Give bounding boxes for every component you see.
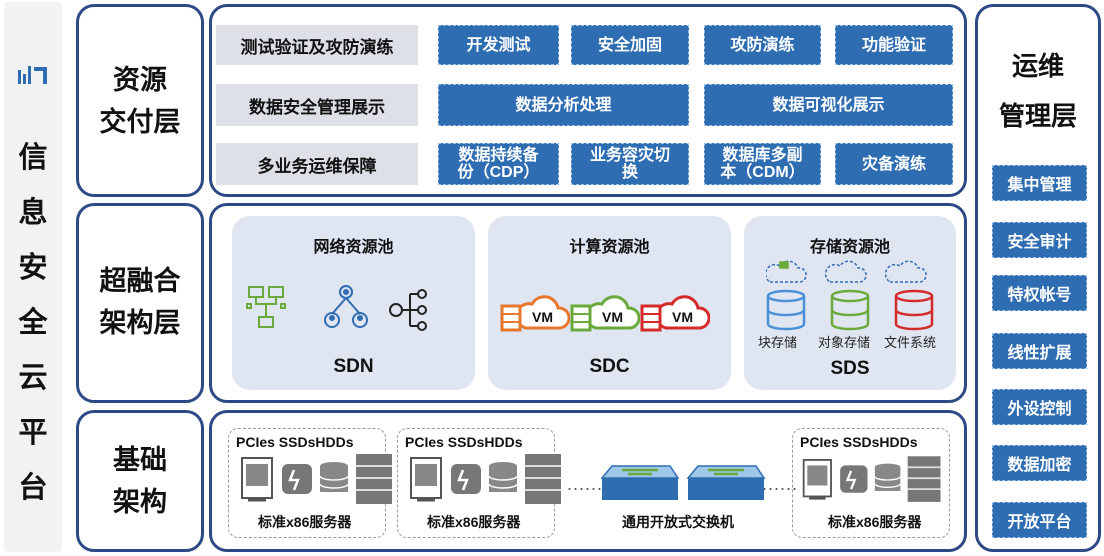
service-attack-defense: 攻防演练 xyxy=(704,25,821,65)
pool-subtitle: SDN xyxy=(333,356,374,377)
ops-peripheral-control: 外设控制 xyxy=(992,389,1087,425)
platform-title-char: 信 xyxy=(18,142,48,174)
network-branch-icon xyxy=(389,289,427,331)
service-cdp-line: 数据持续备 xyxy=(458,147,539,164)
pool-title: 计算资源池 xyxy=(569,239,650,256)
layer-label-line: 架构 xyxy=(113,487,167,517)
service-data-analysis: 数据分析处理 xyxy=(438,84,689,126)
layer-label-line: 架构层 xyxy=(99,308,181,338)
ops-centralized-management: 集中管理 xyxy=(992,165,1087,201)
service-cdm-line: 本（CDM） xyxy=(720,164,805,181)
storage-label: 文件系统 xyxy=(884,335,937,350)
platform-title-char: 安 xyxy=(18,252,48,284)
server-components-label: PCIes SSDsHDDs xyxy=(236,434,354,450)
layer-label-line: 基础 xyxy=(113,445,167,475)
vm-label: VM xyxy=(672,309,693,325)
layer-label-line: 管理层 xyxy=(998,101,1077,131)
platform-title-char: 息 xyxy=(18,197,48,229)
storage-resource-pool: 存储资源池 块存储 对象存储 文件系统 SDS xyxy=(744,216,956,390)
delivery-row-label: 多业务运维保障 xyxy=(216,143,418,185)
service-cdm-line: 数据库多副 xyxy=(722,147,803,164)
server-label: 标准x86服务器 xyxy=(258,514,352,530)
storage-cloud-icons xyxy=(766,260,927,283)
service-dev-test: 开发测试 xyxy=(438,25,559,65)
pool-title: 网络资源池 xyxy=(313,239,394,256)
vm-orange-icon: VM xyxy=(500,295,570,332)
server-components-label: PCIes SSDsHDDs xyxy=(405,434,523,450)
pool-subtitle: SDS xyxy=(830,358,870,379)
service-security-hardening: 安全加固 xyxy=(571,25,689,65)
vm-green-icon: VM xyxy=(570,295,640,332)
vm-label: VM xyxy=(532,309,553,325)
object-storage-icon xyxy=(830,289,870,331)
platform-title-char: 云 xyxy=(18,362,48,394)
layer-label-line: 资源 xyxy=(113,65,167,95)
service-dr-drill: 灾备演练 xyxy=(835,143,953,185)
brand-logo-icon xyxy=(18,66,47,84)
ops-security-audit: 安全审计 xyxy=(992,222,1087,258)
service-disaster-switch: 业务容灾切 换 xyxy=(571,143,689,185)
infra-layer-label-box: 基础 架构 xyxy=(76,410,204,552)
hci-layer-label-box: 超融合 架构层 xyxy=(76,203,204,403)
ops-open-platform: 开放平台 xyxy=(992,502,1087,538)
ops-linear-scaling: 线性扩展 xyxy=(992,333,1087,369)
vm-label: VM xyxy=(602,309,623,325)
pool-subtitle: SDC xyxy=(589,356,630,377)
server-label: 标准x86服务器 xyxy=(427,514,521,530)
service-cdp: 数据持续备 份（CDP） xyxy=(438,143,559,185)
vm-red-icon: VM xyxy=(640,295,710,332)
pool-title: 存储资源池 xyxy=(809,239,890,256)
x86-server-group xyxy=(792,428,950,538)
sdn-controller-icon xyxy=(324,285,368,328)
platform-title-char: 台 xyxy=(18,472,48,504)
server-hardware-icon xyxy=(802,456,941,502)
service-function-verify: 功能验证 xyxy=(835,25,953,65)
network-topology-icon xyxy=(246,286,286,328)
server-hardware-icon xyxy=(241,454,392,504)
storage-label: 对象存储 xyxy=(818,335,871,350)
service-disaster-switch-line: 换 xyxy=(621,164,638,181)
layer-label-line: 交付层 xyxy=(99,107,181,137)
service-disaster-switch-line: 业务容灾切 xyxy=(589,147,670,164)
server-hardware-icon xyxy=(410,454,561,504)
file-system-storage-icon xyxy=(894,289,934,331)
server-label: 标准x86服务器 xyxy=(828,514,922,530)
service-cdm: 数据库多副 本（CDM） xyxy=(704,143,821,185)
layer-label-line: 超融合 xyxy=(99,266,181,296)
delivery-layer-label-box: 资源 交付层 xyxy=(76,4,204,197)
server-components-label: PCIes SSDsHDDs xyxy=(800,434,918,450)
service-data-visualization: 数据可视化展示 xyxy=(704,84,953,126)
block-storage-icon xyxy=(766,289,806,331)
storage-label: 块存储 xyxy=(758,335,798,350)
ops-privileged-account: 特权帐号 xyxy=(992,275,1087,311)
ellipsis: ...... xyxy=(567,474,604,494)
layer-label-line: 运维 xyxy=(1011,51,1064,81)
delivery-row-label: 测试验证及攻防演练 xyxy=(216,25,418,65)
switch-label: 通用开放式交换机 xyxy=(622,514,734,530)
delivery-row-label: 数据安全管理展示 xyxy=(216,84,418,126)
compute-resource-pool: 计算资源池 VM VM VM SDC xyxy=(488,216,731,390)
platform-title-strip xyxy=(4,2,62,552)
platform-title-char: 平 xyxy=(18,417,48,449)
service-cdp-line: 份（CDP） xyxy=(457,164,540,181)
platform-title-char: 全 xyxy=(18,307,48,339)
network-resource-pool: 网络资源池 SDN xyxy=(232,216,475,390)
ops-data-encryption: 数据加密 xyxy=(992,445,1087,481)
ellipsis: ...... xyxy=(762,474,799,494)
network-switch-icon xyxy=(600,465,766,500)
